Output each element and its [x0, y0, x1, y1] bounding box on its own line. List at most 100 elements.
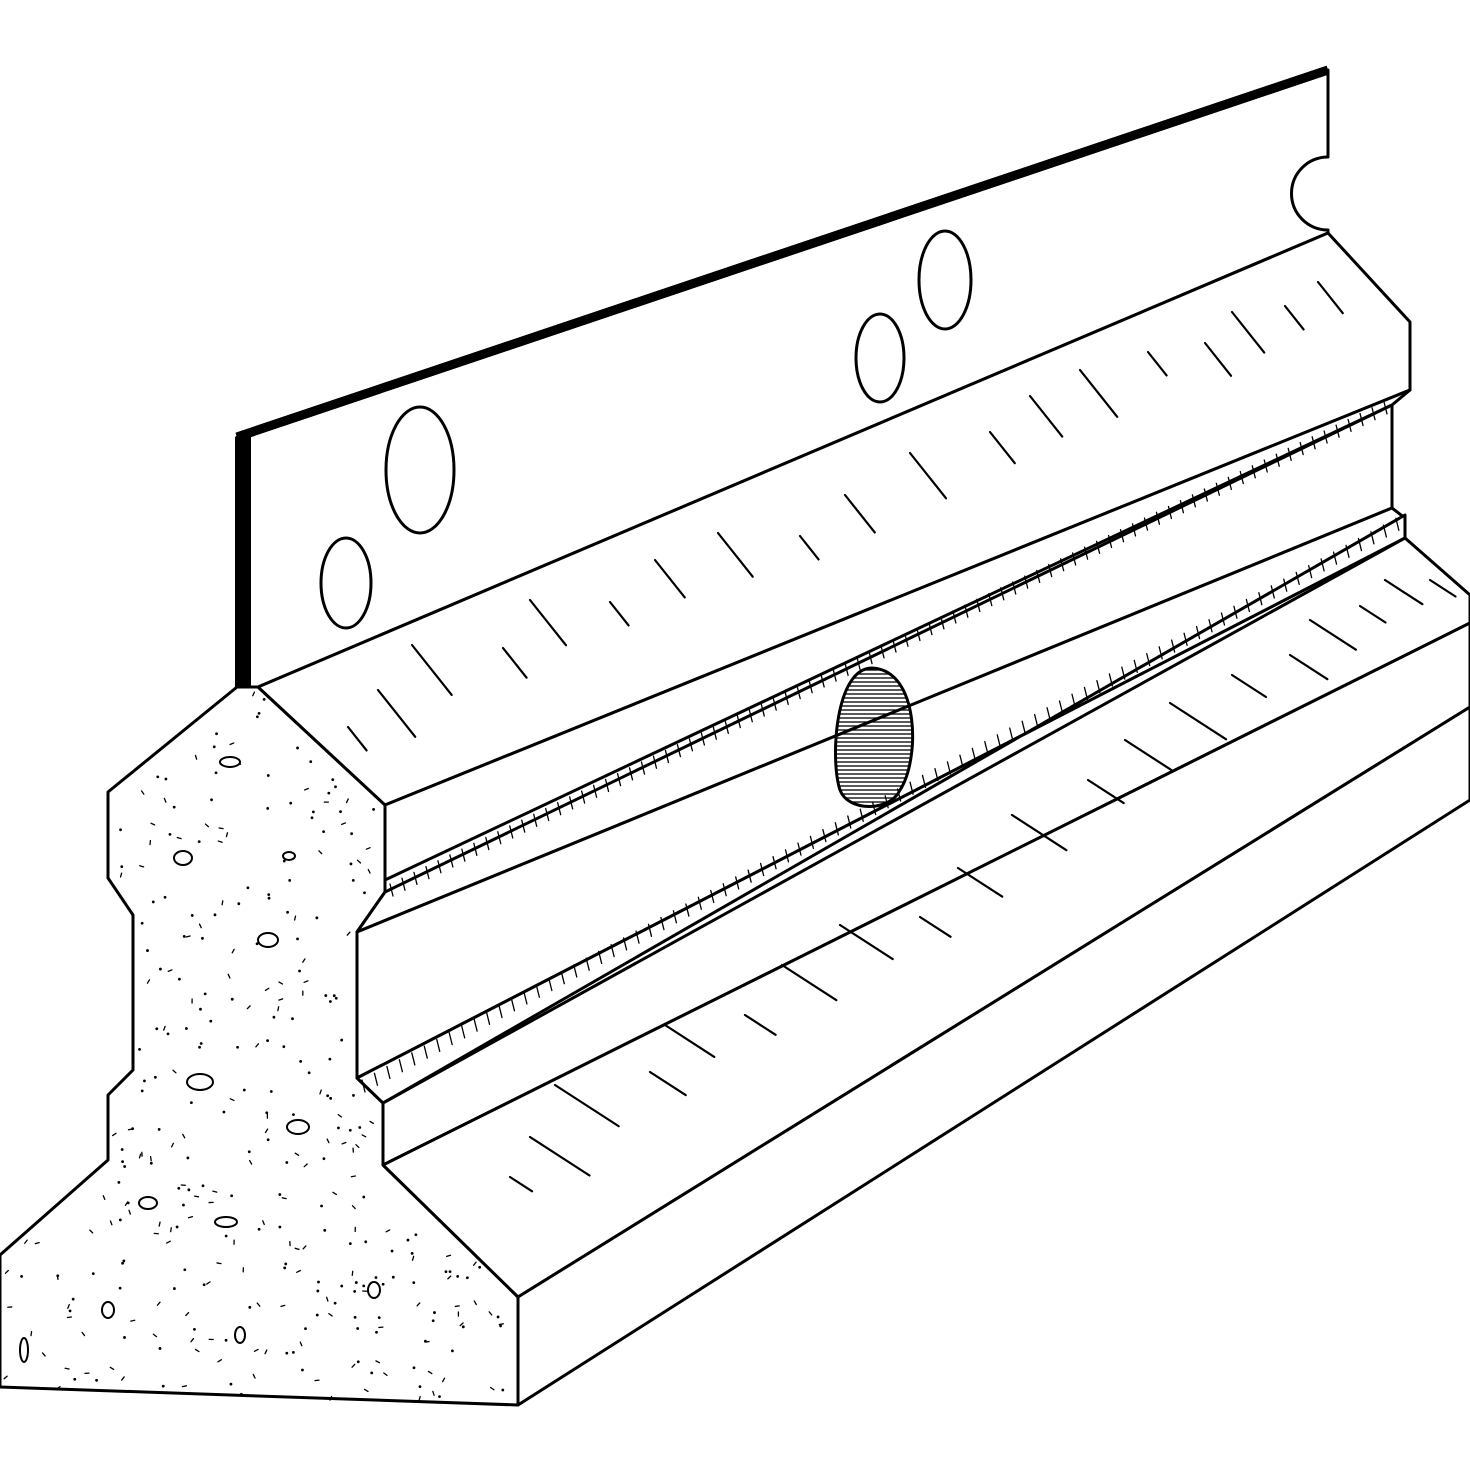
speck: [138, 1048, 141, 1051]
speck: [153, 1075, 157, 1079]
speck: [282, 859, 286, 863]
speck: [126, 1201, 130, 1205]
speck: [299, 1059, 303, 1063]
hatch-stroke: [1233, 605, 1238, 619]
speck: [322, 1157, 326, 1161]
hatch-stroke: [341, 1141, 347, 1145]
hatch-stroke: [229, 1098, 235, 1102]
speck: [182, 1203, 185, 1207]
speck: [269, 1090, 273, 1093]
hatch-stroke: [460, 1025, 466, 1039]
speck: [198, 1045, 201, 1049]
hatch-stroke: [1158, 646, 1163, 660]
speck: [364, 1240, 368, 1244]
hatch-stroke: [385, 1229, 391, 1233]
hatch-stroke: [847, 815, 852, 829]
hatch-stroke: [293, 915, 297, 921]
hatch-stroke: [109, 1366, 115, 1371]
hatch-stroke: [1370, 531, 1375, 545]
speck: [164, 777, 168, 781]
speck: [332, 994, 336, 998]
hatch-stroke: [1283, 578, 1288, 592]
speck: [236, 1045, 239, 1049]
hatch-stroke: [363, 1388, 369, 1393]
hatch-stroke: [548, 977, 553, 992]
hatch-stroke: [449, 854, 454, 868]
hatch-stroke: [1146, 350, 1168, 377]
speck: [381, 1282, 385, 1286]
hatch-stroke: [413, 871, 418, 886]
hatch-stroke: [256, 1302, 261, 1307]
hatch-stroke: [252, 691, 256, 697]
hatch-stroke: [820, 674, 825, 688]
speck: [390, 1249, 394, 1253]
speck: [159, 967, 162, 971]
hatch-stroke: [437, 860, 442, 874]
hatch-stroke: [326, 1296, 329, 1302]
speck: [91, 1272, 95, 1276]
speck: [337, 1126, 340, 1130]
hatch-stroke: [509, 825, 514, 839]
speck: [237, 902, 241, 906]
hole-large-left: [384, 405, 456, 535]
hatch-stroke: [916, 627, 921, 642]
speck: [199, 1042, 203, 1045]
speck: [68, 1309, 72, 1313]
hatch-stroke: [748, 709, 753, 723]
hatch-stroke: [1036, 569, 1041, 584]
shaded-drain-hole: [834, 666, 914, 808]
hatch-stroke: [1046, 707, 1051, 721]
hatch-stroke: [102, 1195, 106, 1201]
hatch-stroke: [376, 688, 417, 738]
top-edge-overlay: [235, 65, 1330, 442]
speck: [323, 1228, 327, 1232]
speck: [146, 949, 149, 952]
speck: [311, 810, 315, 814]
speck: [334, 996, 338, 1000]
hatch-stroke: [194, 1348, 200, 1353]
hatch-stroke: [1183, 632, 1188, 646]
hatch-stroke: [198, 923, 202, 929]
hatch-stroke: [367, 868, 371, 874]
hatch-stroke: [652, 755, 658, 769]
pebble: [219, 756, 241, 768]
speck: [278, 1225, 282, 1229]
speck: [356, 1327, 360, 1330]
hatch-stroke: [710, 889, 715, 904]
hatch-stroke: [264, 1349, 268, 1355]
speck: [296, 937, 299, 941]
hatch-stroke: [1299, 441, 1304, 456]
hatch-stroke: [303, 980, 309, 983]
speck: [118, 1286, 122, 1290]
hatch-stroke: [166, 1240, 171, 1244]
hatch-stroke: [528, 1135, 591, 1177]
hatch-stroke: [1167, 505, 1173, 520]
hatch-stroke: [67, 1303, 70, 1309]
speck: [239, 1392, 243, 1396]
hatch-stroke: [498, 1323, 504, 1326]
speck: [215, 732, 218, 736]
hatch-stroke: [206, 1281, 211, 1285]
pebble: [234, 1326, 246, 1344]
hatch-stroke: [676, 743, 682, 758]
speck: [340, 1038, 344, 1042]
hatch-stroke: [1359, 412, 1364, 427]
speck: [20, 1275, 23, 1278]
hatch-stroke: [158, 1221, 161, 1227]
speck: [296, 746, 299, 750]
hatch-stroke: [1263, 459, 1268, 473]
hatch-stroke: [553, 1083, 620, 1128]
speck: [173, 1287, 176, 1290]
hatch-stroke: [934, 768, 939, 782]
hatch-stroke: [139, 865, 145, 868]
hatch-stroke: [1220, 612, 1226, 626]
hatch-stroke: [722, 883, 727, 897]
hatch-stroke: [473, 1300, 477, 1306]
speck: [121, 1160, 124, 1163]
hatch-stroke: [533, 813, 538, 827]
hatch-stroke: [976, 598, 981, 613]
hatch-stroke: [1131, 523, 1137, 537]
hatch-stroke: [1083, 686, 1089, 701]
speck: [433, 1311, 436, 1314]
hatch-stroke: [1245, 598, 1251, 613]
